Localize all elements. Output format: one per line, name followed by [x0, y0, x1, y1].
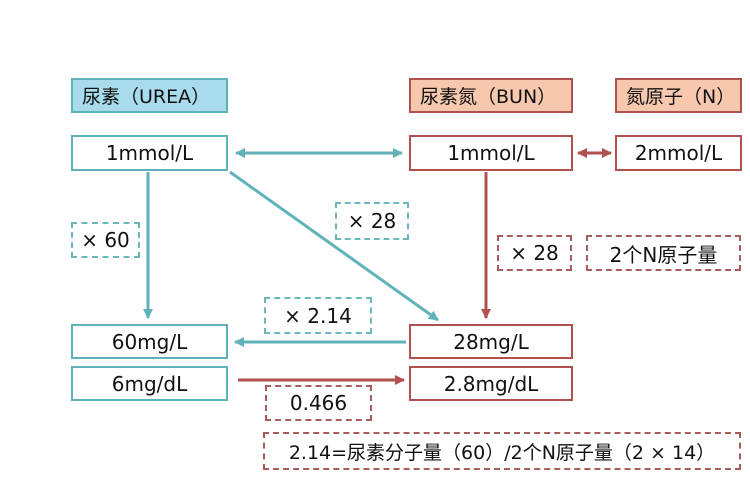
box-urea-mgl: 60mg/L — [71, 324, 228, 359]
factor-x60: × 60 — [71, 222, 140, 258]
factor-x28-down: × 28 — [497, 235, 572, 271]
factor-x214: × 2.14 — [264, 297, 372, 334]
factor-x28-diagonal: × 28 — [335, 202, 409, 240]
box-urea-mmol: 1mmol/L — [71, 135, 228, 171]
box-n-mmol: 2mmol/L — [615, 135, 742, 171]
header-urea: 尿素（UREA） — [71, 78, 228, 113]
box-bun-mgdl: 2.8mg/dL — [409, 366, 573, 401]
box-bun-mmol: 1mmol/L — [409, 135, 573, 171]
box-bun-mgl: 28mg/L — [409, 324, 573, 359]
factor-n-atoms: 2个N原子量 — [586, 235, 741, 271]
arrow-diagonal — [229, 170, 439, 322]
factor-0466: 0.466 — [265, 385, 372, 421]
header-n: 氮原子（N） — [615, 78, 742, 113]
header-bun: 尿素氮（BUN） — [409, 78, 573, 113]
box-urea-mgdl: 6mg/dL — [71, 366, 228, 401]
formula-note: 2.14=尿素分子量（60）/2个N原子量（2 × 14） — [263, 432, 741, 470]
